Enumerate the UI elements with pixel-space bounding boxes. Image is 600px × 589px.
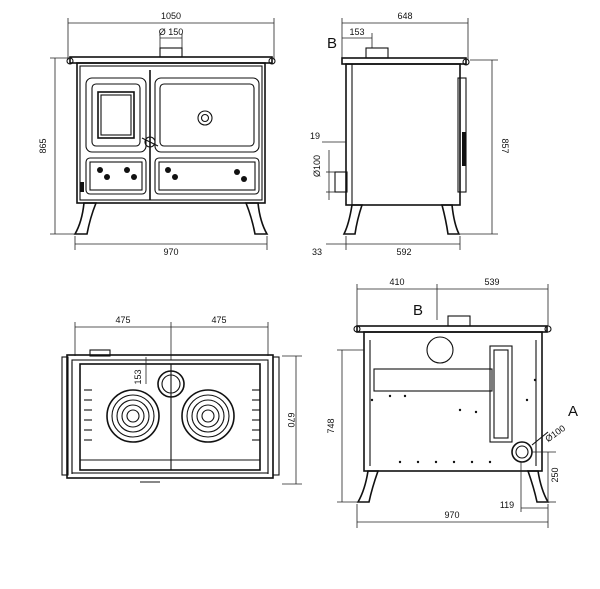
side-height-dimension: 857 [460,59,510,235]
front-width-top-label: 1050 [161,11,181,21]
front-stove-body [66,56,276,235]
front-height-label: 865 [38,138,48,153]
rear-height-dimension: 748 [326,349,364,503]
front-flue-dimension: Ø 150 [159,27,184,58]
side-depth-bottom-label: 592 [396,247,411,257]
front-width-bottom-label: 970 [163,247,178,257]
top-depth-dimension: 670 [282,355,302,485]
side-flue-offset-label: 153 [349,27,364,37]
rear-label-a: A [568,403,578,420]
top-cooktop [61,349,280,483]
top-flue-offset-dimension: 153 [133,357,147,385]
front-view: 1050 Ø 150 865 [38,11,276,257]
rear-stove-body [353,315,552,503]
top-half-right-label: 475 [211,315,226,325]
rear-height-label: 748 [326,418,336,433]
side-label-b: B [327,35,337,52]
rear-label-b: B [413,302,423,319]
side-dim-33: 33 [312,236,347,257]
side-dim-33-label: 33 [312,247,322,257]
side-depth-bottom-dimension: 592 [346,236,461,257]
side-depth-top-label: 648 [397,11,412,21]
side-inlet-diameter-label: Ø100 [312,155,322,177]
top-flue-offset-label: 153 [133,369,143,384]
side-inlet-diameter-dimension: Ø100 [312,150,335,200]
rear-width-bottom-label: 970 [444,510,459,520]
top-depth-label: 670 [286,412,296,427]
side-dim-19-label: 19 [310,131,320,141]
rear-dim-119-label: 119 [500,500,514,510]
top-half-left-label: 475 [115,315,130,325]
top-half-dimensions: 475 475 [74,315,269,360]
rear-outlet-diameter-label: Ø100 [543,423,567,444]
rear-outlet-height-dimension: 250 [532,451,560,503]
side-stove-body [334,47,470,235]
rear-width-bottom-dimension: 970 [356,504,549,528]
rear-dim-right-label: 539 [484,277,499,287]
side-height-label: 857 [500,138,510,153]
rear-outlet-diameter: Ø100 [543,423,567,444]
rear-top-dimensions: 410 539 [356,277,549,326]
front-width-top-dimension: 1050 [67,11,275,60]
side-dim-19: 19 [310,131,346,143]
rear-dim-left-label: 410 [389,277,404,287]
top-view: 475 475 [61,315,302,485]
front-height-dimension: 865 [38,57,80,235]
side-depth-top-dimension: 648 [341,11,469,60]
rear-outlet-height-label: 250 [550,467,560,482]
side-flue-offset-dimension: 153 [342,27,373,48]
front-width-bottom-dimension: 970 [74,236,268,257]
rear-view: 410 539 B A [326,277,578,528]
side-view: B 648 153 19 [310,11,510,257]
front-flue-diameter-label: Ø 150 [159,27,184,37]
rear-dim-119: 119 [500,462,548,512]
